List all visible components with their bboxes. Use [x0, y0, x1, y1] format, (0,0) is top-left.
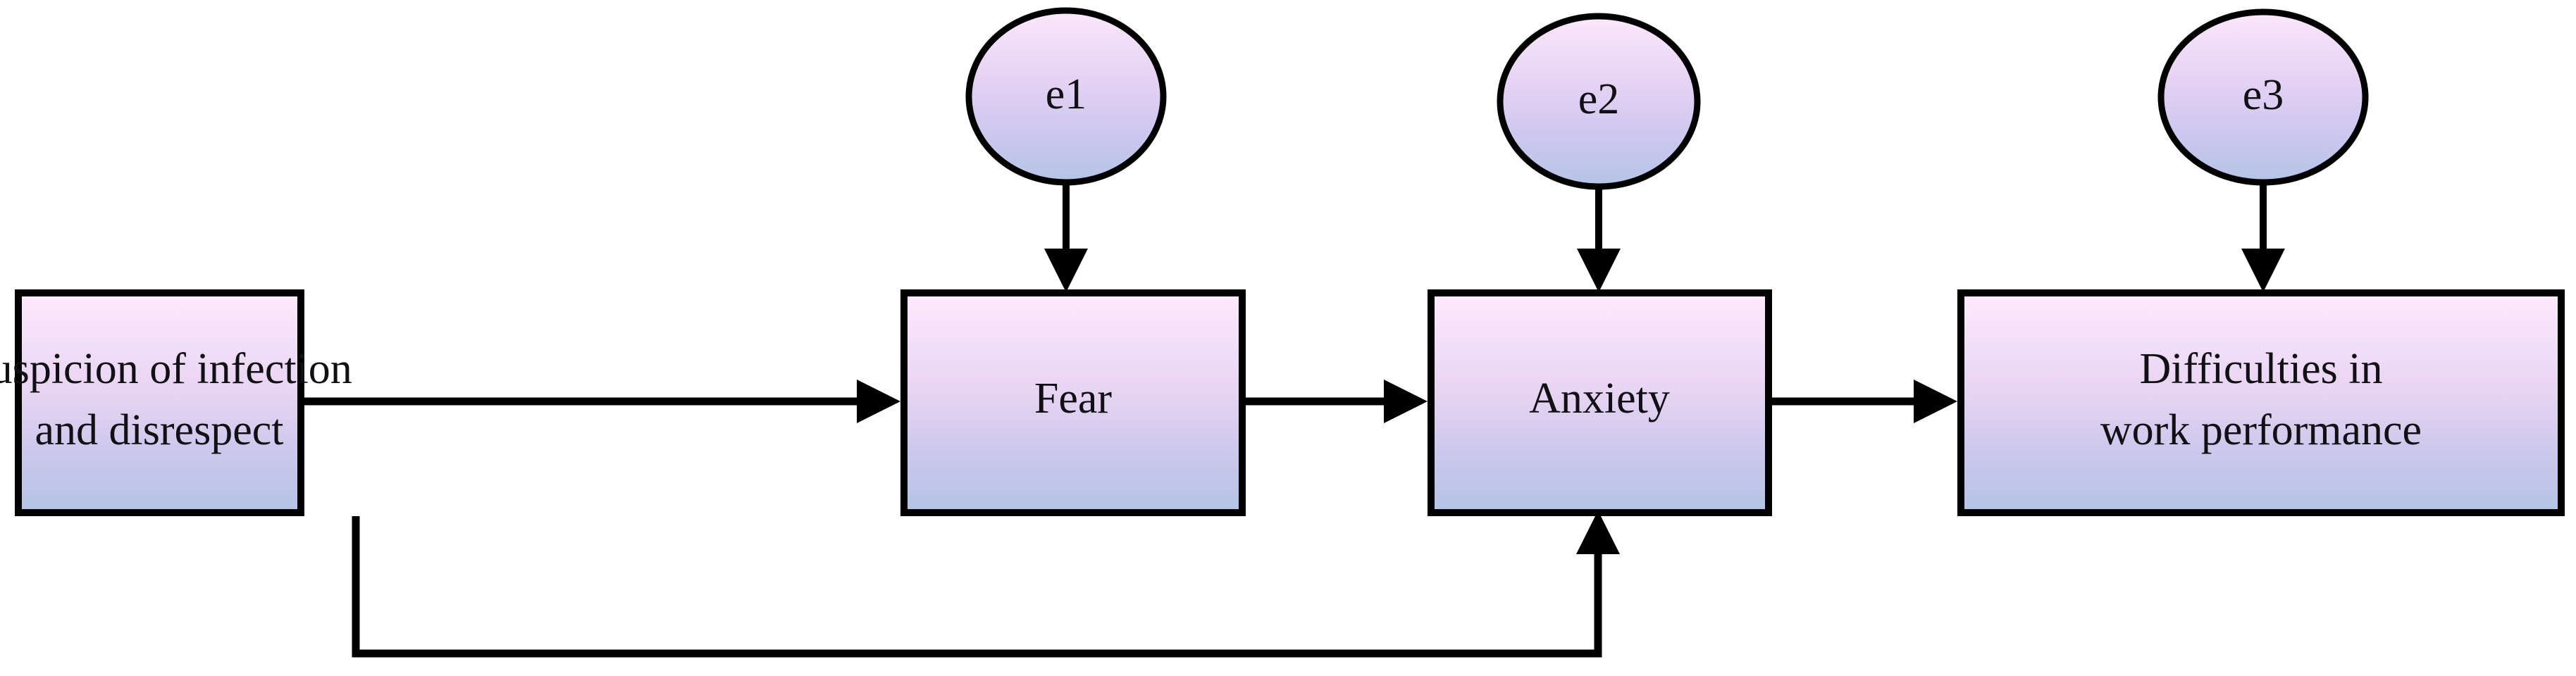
- edge-e3-to-difficulties: [2241, 182, 2285, 292]
- node-label-line-1: Suspicion of infection: [0, 345, 352, 393]
- node-e3[interactable]: e3: [2157, 8, 2369, 186]
- node-label-line-1: Anxiety: [1529, 375, 1670, 423]
- node-label: e1: [1046, 70, 1087, 118]
- node-box[interactable]: [1428, 289, 1772, 516]
- node-suspicion-of-infection-and-disrespect[interactable]: Suspicion of infection and disrespect: [0, 289, 352, 516]
- edge-anxiety-to-difficulties: [1772, 380, 1957, 423]
- node-label-line-1: Fear: [1034, 375, 1113, 423]
- edge-fear-to-anxiety: [1246, 380, 1428, 423]
- node-box[interactable]: [15, 289, 304, 516]
- node-box[interactable]: [1957, 289, 2565, 516]
- node-difficulties-in-work-performance[interactable]: Difficulties in work performance: [1957, 289, 2565, 516]
- edge-suspicion-to-fear: [304, 380, 900, 423]
- node-label: e2: [1578, 75, 1620, 123]
- arrowhead-up-icon: [1576, 511, 1620, 554]
- node-circle[interactable]: [965, 7, 1167, 186]
- node-box[interactable]: [900, 289, 1246, 516]
- node-circle[interactable]: [1497, 13, 1701, 190]
- arrowhead-right-icon: [857, 380, 900, 423]
- node-circle[interactable]: [2157, 8, 2369, 186]
- node-label: e3: [2243, 71, 2284, 119]
- arrowhead-right-icon: [1914, 380, 1957, 423]
- node-fear[interactable]: Fear: [900, 289, 1246, 516]
- arrowhead-down-icon: [2241, 249, 2285, 292]
- node-label-line-1: Difficulties in: [2140, 345, 2383, 393]
- node-anxiety[interactable]: Anxiety: [1428, 289, 1772, 516]
- edge-suspicion-to-anxiety: [352, 511, 1620, 658]
- arrowhead-right-icon: [1384, 380, 1428, 423]
- arrowhead-down-icon: [1044, 249, 1088, 292]
- arrowhead-down-icon: [1577, 249, 1621, 292]
- node-e1[interactable]: e1: [965, 7, 1167, 186]
- node-label-line-2: work performance: [2100, 406, 2422, 454]
- node-label-line-2: and disrespect: [35, 406, 284, 454]
- node-e2[interactable]: e2: [1497, 13, 1701, 190]
- edge-e2-to-anxiety: [1577, 186, 1621, 292]
- edge-e1-to-fear: [1044, 182, 1088, 292]
